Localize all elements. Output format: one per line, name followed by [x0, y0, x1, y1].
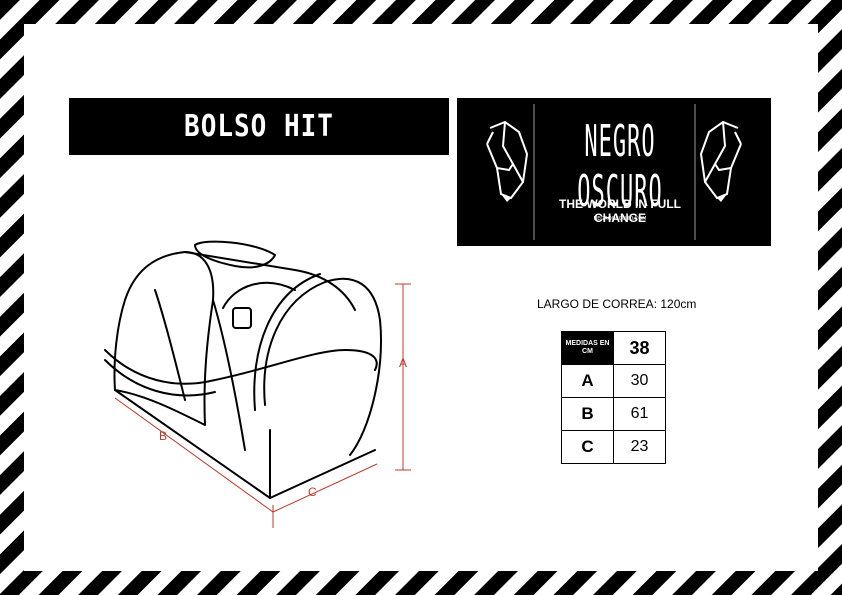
product-title: BOLSO HIT: [184, 109, 334, 144]
row-label: C: [561, 430, 614, 464]
brand-name: NEGRO OSCURO: [577, 118, 663, 218]
brand-logo-box: [457, 98, 771, 246]
product-title-bar: BOLSO HIT: [69, 98, 449, 155]
row-label: B: [561, 397, 614, 431]
measurements-header-value: 38: [613, 331, 666, 365]
wolf-heads-icon: [486, 104, 742, 240]
strap-length-text: LARGO DE CORREA: 120cm: [537, 297, 697, 311]
brand-tagline: THE WORLD IN FULL CHANGE: [559, 197, 681, 225]
row-label: A: [561, 364, 614, 398]
measurements-table: MEDIDAS EN CM 38 A 30 B 61 C 23: [561, 331, 666, 464]
table-row: A 30: [561, 364, 666, 398]
brand-url: NEGROOSCURO.COM: [593, 216, 647, 222]
row-value: 23: [613, 430, 666, 464]
table-row: C 23: [561, 430, 666, 464]
dimension-label-b: B: [159, 429, 167, 443]
table-row: MEDIDAS EN CM 38: [561, 331, 666, 365]
table-row: B 61: [561, 397, 666, 431]
duffel-bag-diagram: A B C: [104, 240, 411, 528]
dimension-label-a: A: [399, 356, 407, 370]
dimension-label-c: C: [308, 485, 317, 499]
row-value: 61: [613, 397, 666, 431]
measurements-header-label: MEDIDAS EN CM: [561, 331, 614, 365]
row-value: 30: [613, 364, 666, 398]
